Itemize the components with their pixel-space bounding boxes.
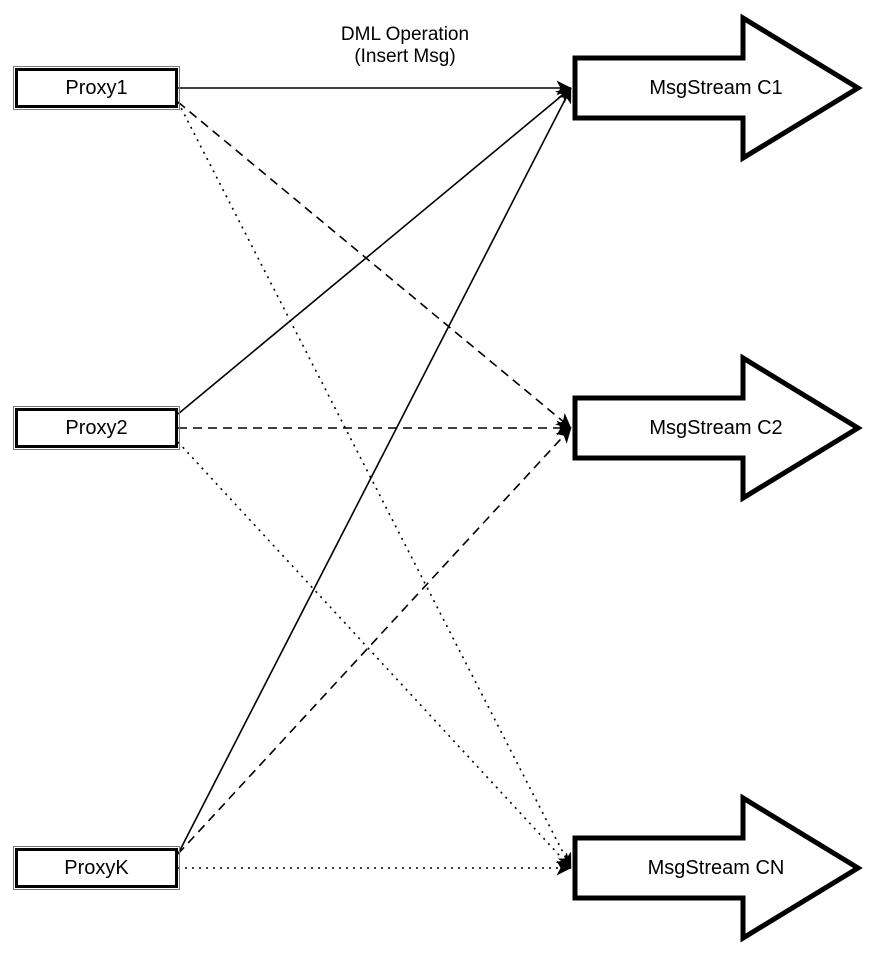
proxy2-label: Proxy2 [65, 417, 128, 439]
connector-proxy1-c2 [177, 101, 572, 429]
dml-operation-label: DML Operation (Insert Msg) [300, 24, 510, 68]
proxyk-label: ProxyK [64, 857, 129, 879]
connector-proxy2-c1 [177, 87, 572, 415]
dml-operation-label-line2: (Insert Msg) [354, 46, 456, 67]
stream-arrow-shapes [572, 13, 863, 943]
connector-proxy2-cn [177, 441, 572, 869]
msgstream-c2-arrow [572, 353, 863, 503]
proxy2-node: Proxy2 [13, 406, 180, 450]
dml-operation-label-line1: DML Operation [340, 24, 470, 45]
proxyk-node: ProxyK [13, 846, 180, 890]
msgstream-c1-arrow [572, 13, 863, 163]
connector-proxyk-c2 [177, 427, 572, 855]
msgstream-cn-arrow [572, 793, 863, 943]
connector-proxyk-c1 [177, 87, 572, 855]
proxy1-label: Proxy1 [65, 77, 128, 99]
connector-lines [177, 80, 572, 876]
proxy1-node: Proxy1 [13, 66, 180, 110]
connector-proxy1-cn [177, 101, 572, 869]
